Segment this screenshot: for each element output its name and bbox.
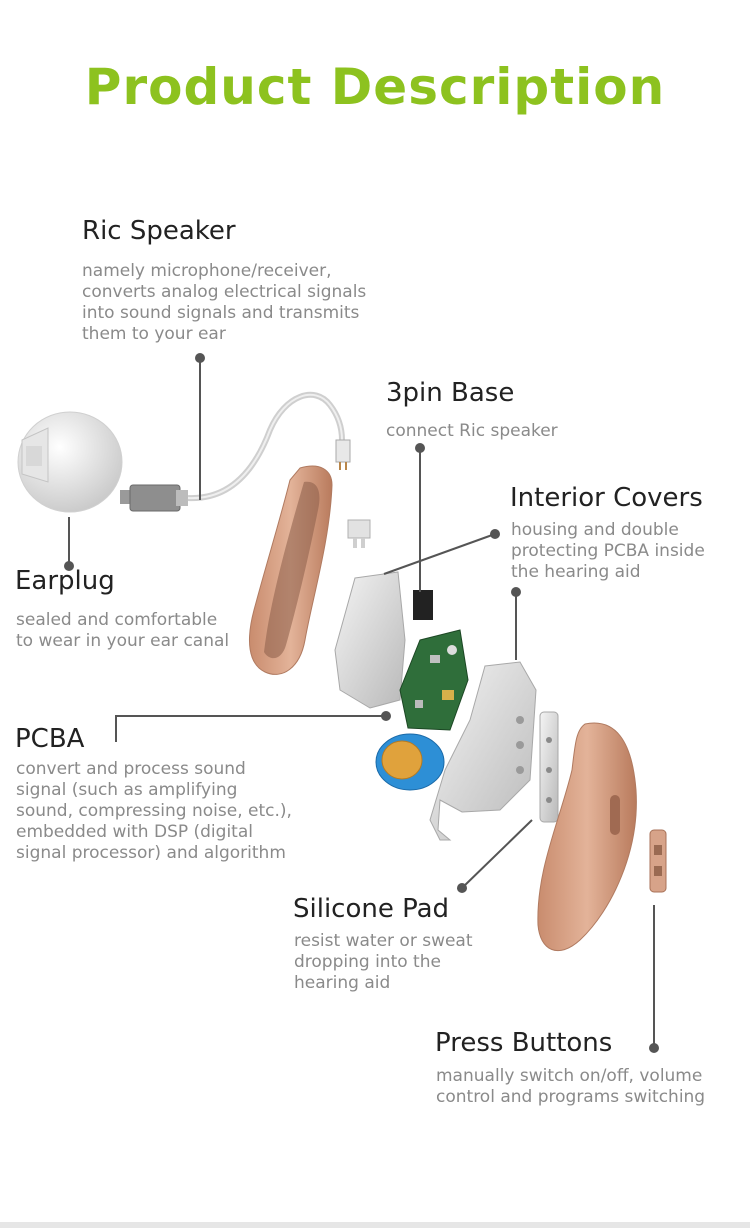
earplug-line-1: sealed and comfortable (16, 610, 218, 630)
3pin-base-part (347, 519, 371, 548)
3pin-base-description: connect Ric speaker (386, 421, 558, 442)
interior-covers-line-2: protecting PCBA inside (511, 541, 705, 561)
pcba-line-5: signal processor) and algorithm (16, 843, 286, 863)
pcba-line-1: convert and process sound (16, 759, 246, 779)
silicone-pad-description: resist water or sweat dropping into the … (294, 931, 473, 994)
pcba-line-4: embedded with DSP (digital (16, 822, 253, 842)
ric-speaker-line-3: into sound signals and transmits (82, 303, 360, 323)
silicone-pad-line-2: dropping into the (294, 952, 441, 972)
leader-dots (64, 353, 659, 1053)
press-buttons-title: Press Buttons (435, 1028, 613, 1058)
pcba-title: PCBA (15, 724, 85, 754)
press-buttons-part (649, 829, 667, 893)
leader-lines (68, 358, 655, 1046)
interior-covers-line-3: the hearing aid (511, 562, 641, 582)
ric-speaker-line-2: converts analog electrical signals (82, 282, 367, 302)
3pin-base-line-1: connect Ric speaker (386, 421, 558, 441)
battery-part (375, 733, 445, 791)
ric-speaker-title: Ric Speaker (82, 216, 236, 246)
silicone-pad-part (539, 711, 559, 823)
ric-speaker-line-4: them to your ear (82, 324, 226, 344)
earplug-line-2: to wear in your ear canal (16, 631, 230, 651)
earplug-description: sealed and comfortable to wear in your e… (16, 610, 229, 652)
front-shell-part (537, 722, 637, 952)
press-buttons-line-1: manually switch on/off, volume (436, 1066, 703, 1086)
black-block (413, 590, 433, 620)
silicone-pad-title: Silicone Pad (293, 894, 450, 924)
ric-speaker-line-1: namely microphone/receiver, (82, 261, 332, 281)
earplug-title: Earplug (15, 566, 115, 596)
interior-covers-description: housing and double protecting PCBA insid… (511, 520, 705, 583)
interior-cover-rear (429, 661, 537, 841)
interior-covers-line-1: housing and double (511, 520, 679, 540)
bottom-divider (0, 1222, 750, 1228)
pcba-description: convert and process sound signal (such a… (16, 759, 292, 864)
ric-speaker-part (120, 391, 351, 512)
page-title: Product Description (84, 58, 666, 116)
ric-speaker-description: namely microphone/receiver, converts ana… (82, 261, 366, 345)
interior-cover-front (334, 571, 406, 709)
pcba-line-3: sound, compressing noise, etc.), (16, 801, 292, 821)
earplug-part (17, 411, 123, 513)
silicone-pad-line-3: hearing aid (294, 973, 391, 993)
press-buttons-line-2: control and programs switching (436, 1087, 706, 1107)
silicone-pad-line-1: resist water or sweat (294, 931, 473, 951)
press-buttons-description: manually switch on/off, volume control a… (436, 1066, 705, 1108)
interior-covers-title: Interior Covers (510, 483, 703, 513)
pcba-part (399, 629, 469, 731)
3pin-base-title: 3pin Base (386, 378, 515, 408)
pcba-line-2: signal (such as amplifying (16, 780, 238, 800)
